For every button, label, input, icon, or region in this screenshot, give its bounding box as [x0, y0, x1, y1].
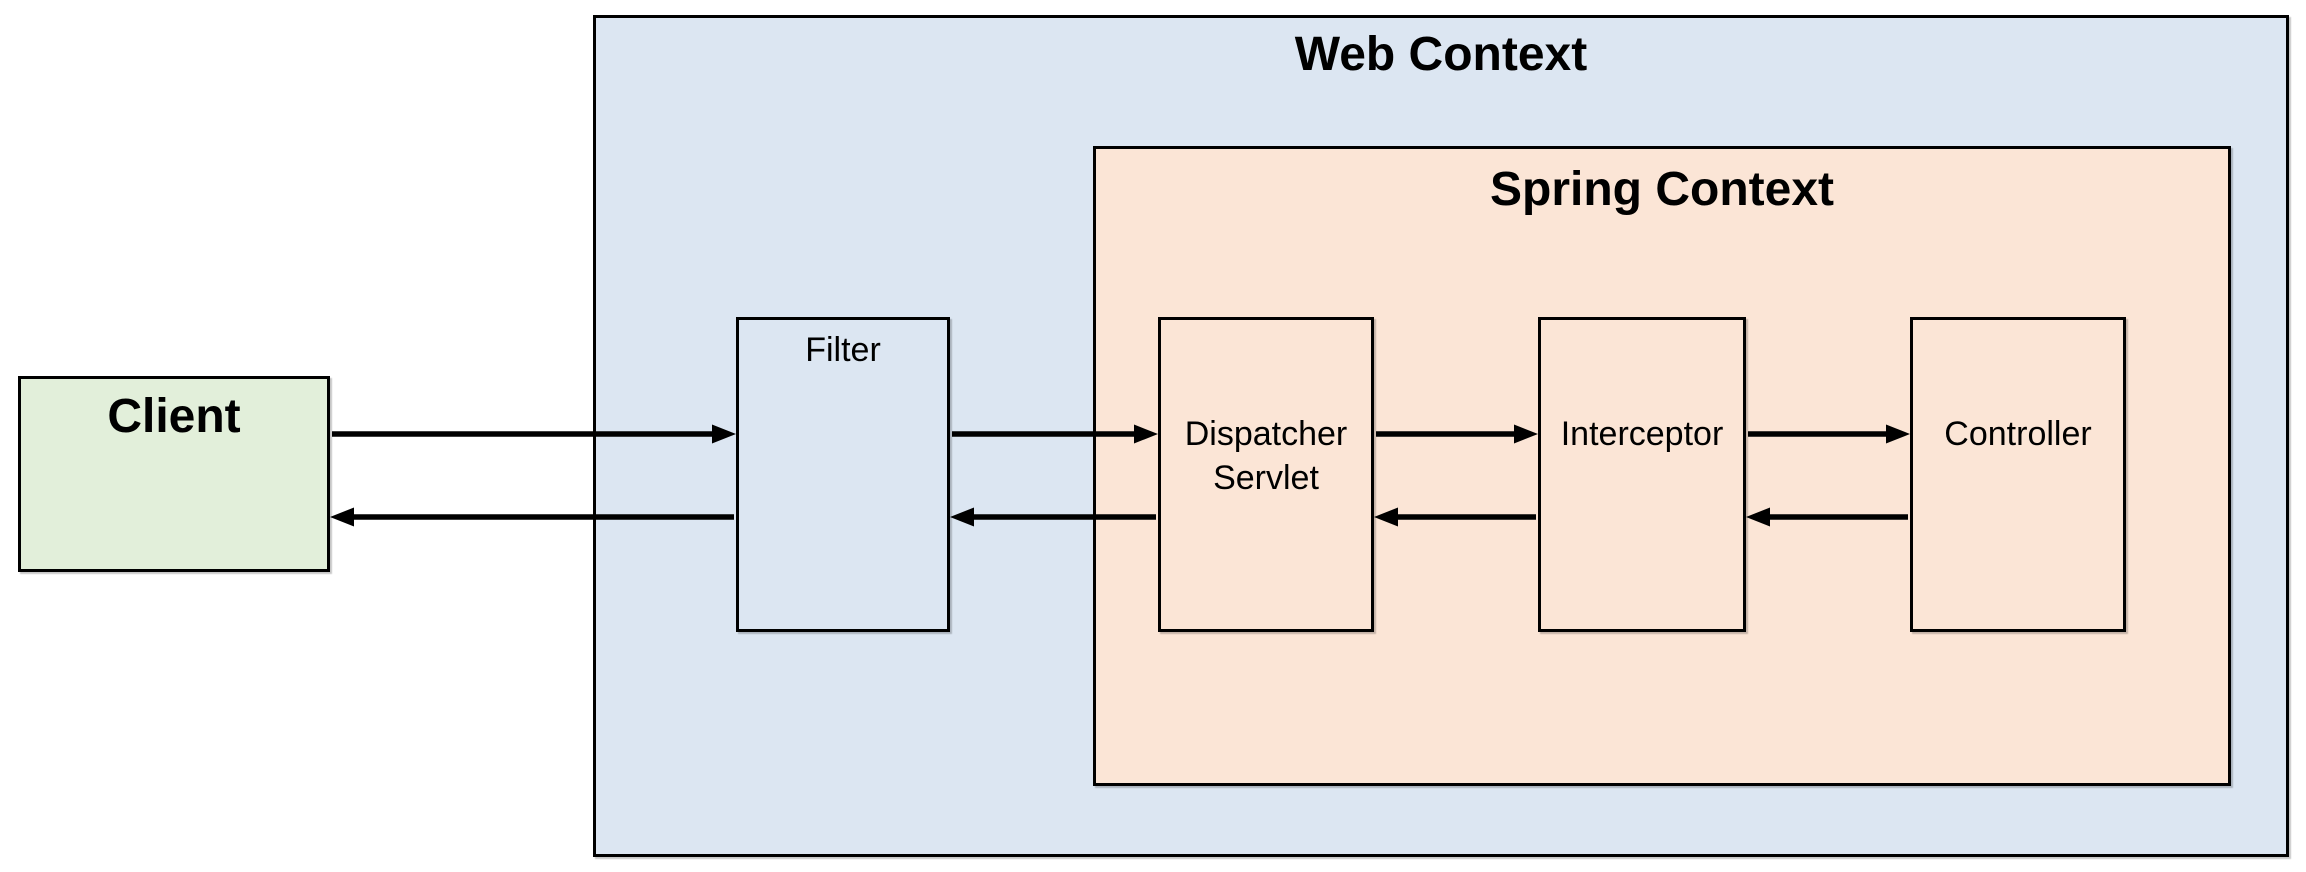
filter-node: Filter: [736, 317, 950, 632]
web-context-title: Web Context: [1294, 28, 1588, 81]
client-label: Client: [107, 390, 241, 443]
spring-context-title: Spring Context: [1490, 163, 1834, 216]
interceptor-node: Interceptor: [1538, 317, 1746, 632]
dispatcher-servlet-node: Dispatcher Servlet: [1158, 317, 1374, 632]
filter-label: Filter: [805, 331, 881, 369]
client-node: Client: [18, 376, 330, 572]
interceptor-label: Interceptor: [1560, 415, 1724, 453]
controller-node: Controller: [1910, 317, 2126, 632]
controller-label: Controller: [1944, 415, 2092, 453]
flow-arrowhead-filter-to-client: [330, 507, 354, 527]
spring-context-container: Spring Context Dispatcher Servlet Interc…: [1093, 146, 2231, 786]
web-context-container: Web Context Filter Spring Context Dispat…: [593, 15, 2289, 857]
dispatcher-servlet-label: Dispatcher Servlet: [1184, 415, 1348, 497]
